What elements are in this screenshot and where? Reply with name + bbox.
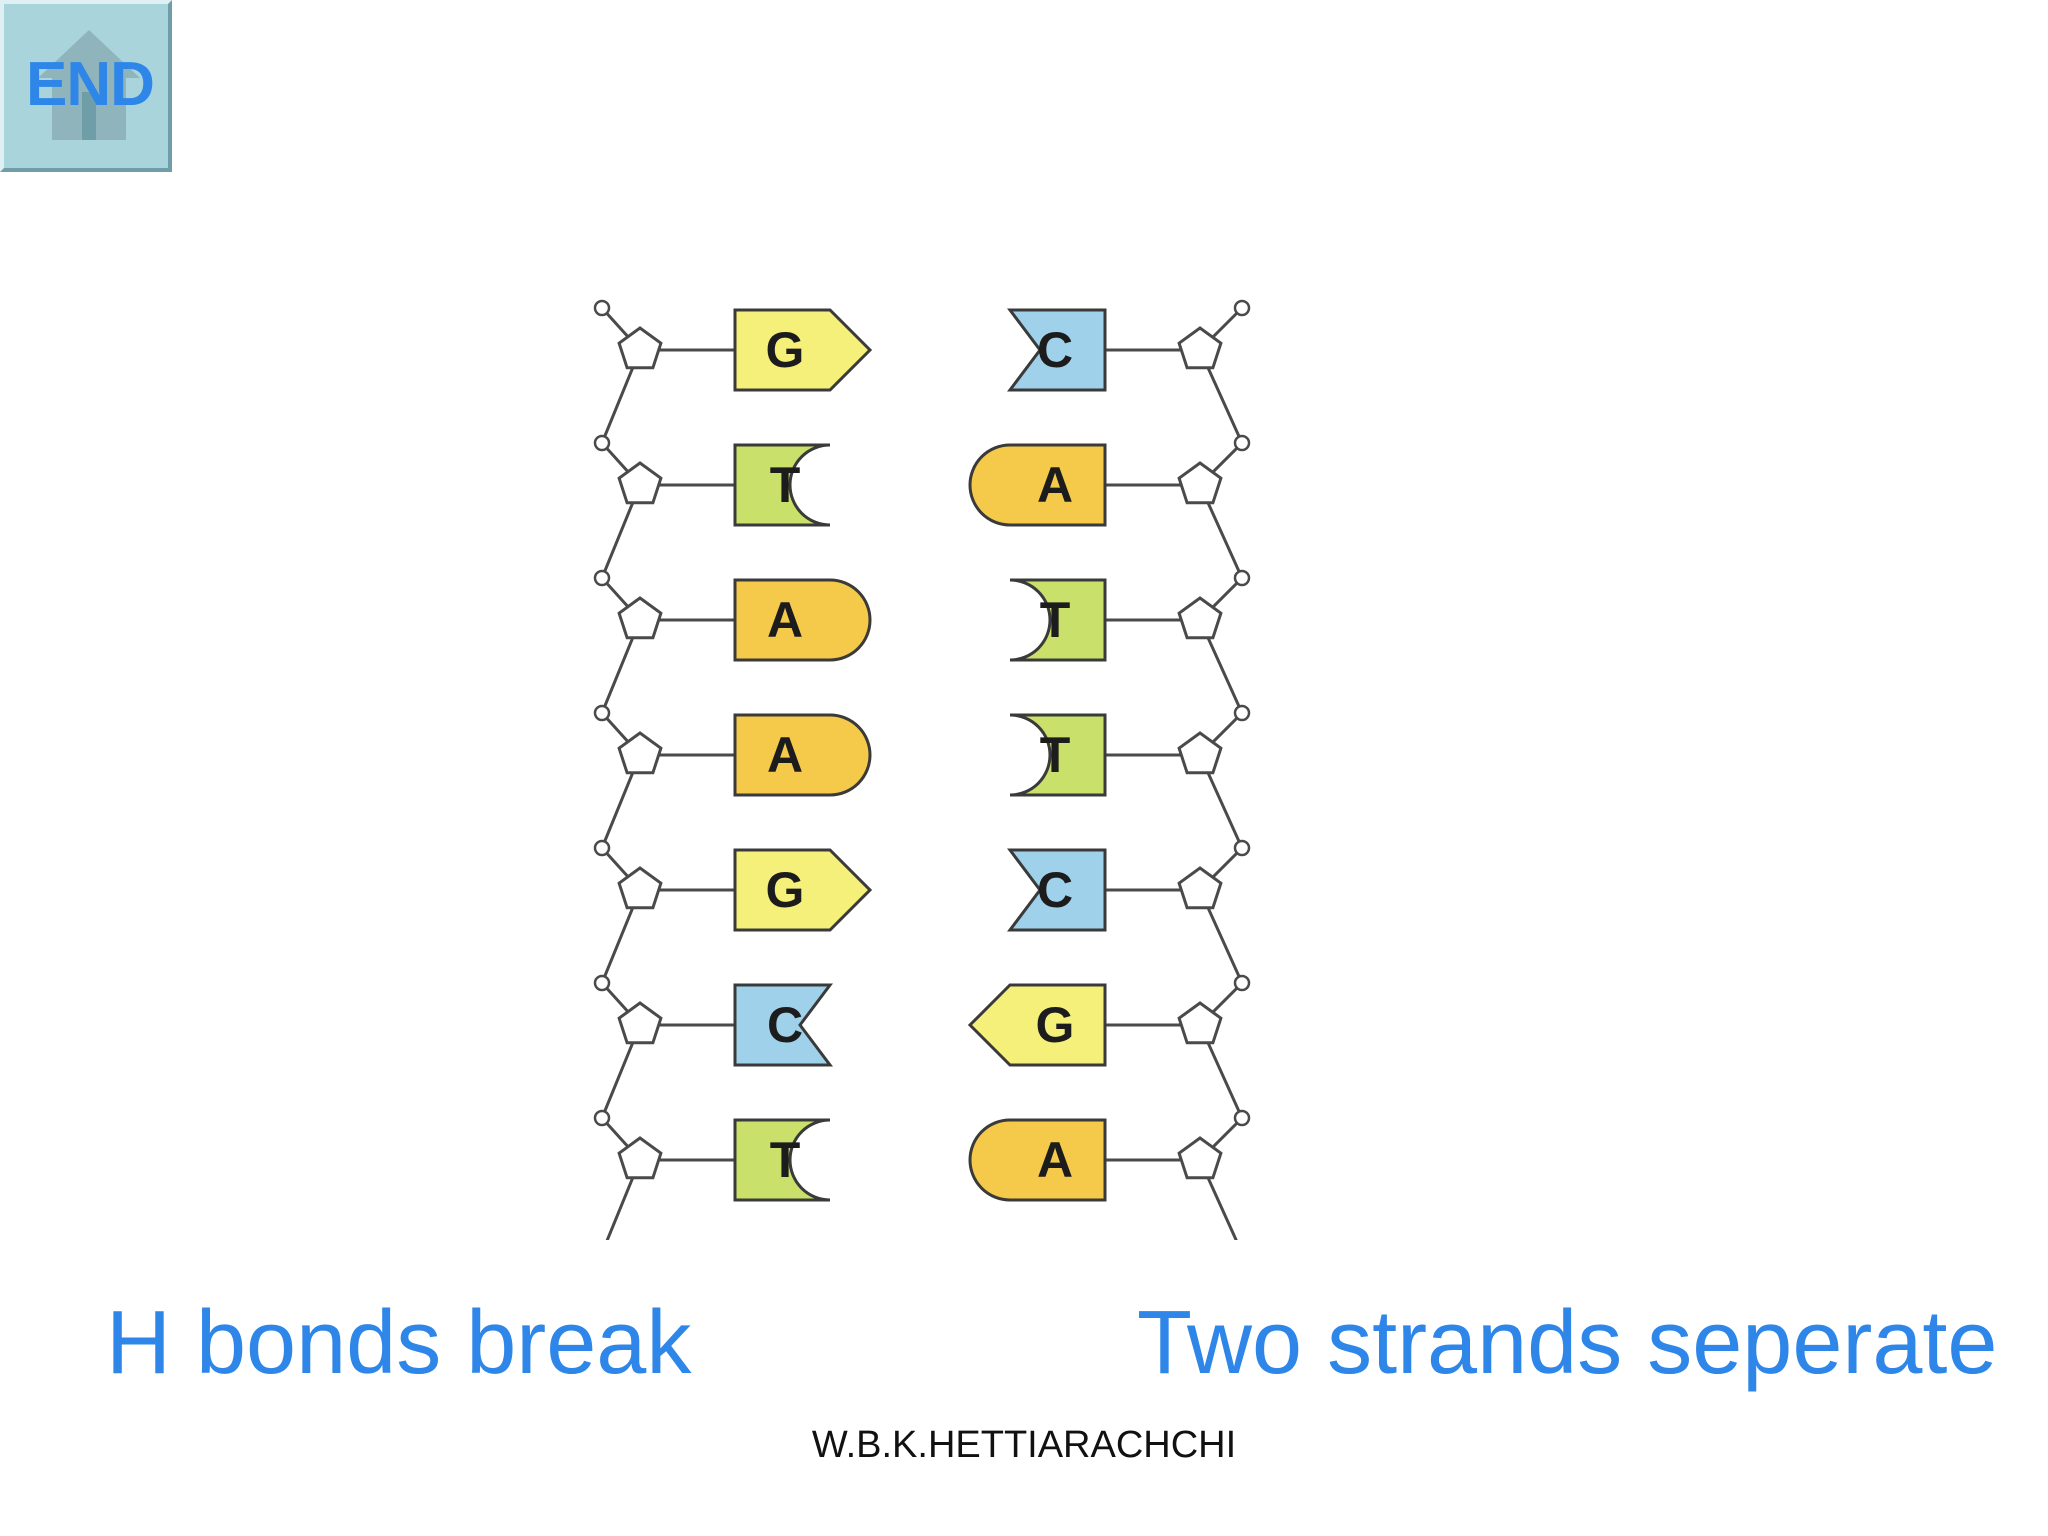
nucleotide-right: C [1007, 848, 1223, 932]
phosphate-right [1233, 974, 1251, 992]
dna-diagram: G T A A G C T C A T T C G A [593, 299, 1251, 1240]
base-letter: A [1037, 1132, 1073, 1188]
phosphate-left [593, 299, 611, 317]
nucleotide-left: A [617, 578, 872, 662]
nucleotide-right: C [1007, 308, 1223, 392]
phosphate-right [1233, 839, 1251, 857]
nucleotide-left: C [617, 983, 833, 1067]
phosphate-left [593, 1109, 611, 1127]
base-A [968, 443, 1107, 527]
base-letter: A [767, 727, 803, 783]
nucleotide-left: G [617, 848, 873, 932]
base-A [968, 1118, 1107, 1202]
base-T [1009, 713, 1107, 797]
nucleotide-left: T [617, 443, 831, 527]
base-letter: A [767, 592, 803, 648]
sugar-pentagon [617, 461, 663, 505]
phosphate-right [1233, 1109, 1251, 1127]
base-letter: C [767, 997, 803, 1053]
sugar-pentagon [1177, 596, 1223, 640]
base-letter: G [1036, 997, 1075, 1053]
base-letter: G [766, 322, 805, 378]
base-T [733, 443, 831, 527]
sugar-pentagon [1177, 1001, 1223, 1045]
base-G [733, 848, 873, 932]
sugar-pentagon [617, 866, 663, 910]
nucleotide-left: T [617, 1118, 831, 1202]
base-A [733, 578, 872, 662]
phosphate-left [593, 569, 611, 587]
base-G [733, 308, 873, 392]
phosphate-left [593, 974, 611, 992]
base-A [733, 713, 872, 797]
phosphate-right [1233, 299, 1251, 317]
caption-two-strands-separate: Two strands seperate [1137, 1293, 1998, 1393]
nucleotide-left: G [617, 308, 873, 392]
sugar-pentagon [617, 596, 663, 640]
author-credit: W.B.K.HETTIARACHCHI [811, 1424, 1237, 1466]
sugar-pentagon [1177, 1136, 1223, 1180]
base-letter: T [1040, 727, 1071, 783]
sugar-pentagon [617, 1001, 663, 1045]
phosphate-left [593, 434, 611, 452]
nucleotide-right: A [968, 1118, 1223, 1202]
base-T [733, 1118, 831, 1202]
sugar-pentagon [1177, 461, 1223, 505]
base-G [967, 983, 1107, 1067]
base-letter: T [770, 1132, 801, 1188]
nucleotide-right: T [1009, 713, 1223, 797]
base-T [1009, 578, 1107, 662]
end-label: END [26, 50, 155, 119]
sugar-pentagon [1177, 866, 1223, 910]
nucleotide-left: A [617, 713, 872, 797]
home-icon [38, 30, 140, 140]
sugar-pentagon [617, 731, 663, 775]
end-button[interactable]: END [0, 0, 172, 172]
phosphate-right [1233, 704, 1251, 722]
phosphate-left [593, 839, 611, 857]
base-C [733, 983, 833, 1067]
phosphate-right [1233, 569, 1251, 587]
phosphate-right [1233, 434, 1251, 452]
nucleotide-right: T [1009, 578, 1223, 662]
base-letter: T [1040, 592, 1071, 648]
nucleotide-right: A [968, 443, 1223, 527]
base-C [1007, 848, 1107, 932]
phosphate-left [593, 704, 611, 722]
base-letter: G [766, 862, 805, 918]
base-letter: C [1037, 322, 1073, 378]
base-C [1007, 308, 1107, 392]
nucleotide-right: G [967, 983, 1223, 1067]
sugar-pentagon [1177, 731, 1223, 775]
sugar-pentagon [617, 326, 663, 370]
sugar-pentagon [617, 1136, 663, 1180]
caption-h-bonds-break: H bonds break [106, 1293, 692, 1393]
base-letter: C [1037, 862, 1073, 918]
sugar-pentagon [1177, 326, 1223, 370]
base-letter: A [1037, 457, 1073, 513]
base-letter: T [770, 457, 801, 513]
